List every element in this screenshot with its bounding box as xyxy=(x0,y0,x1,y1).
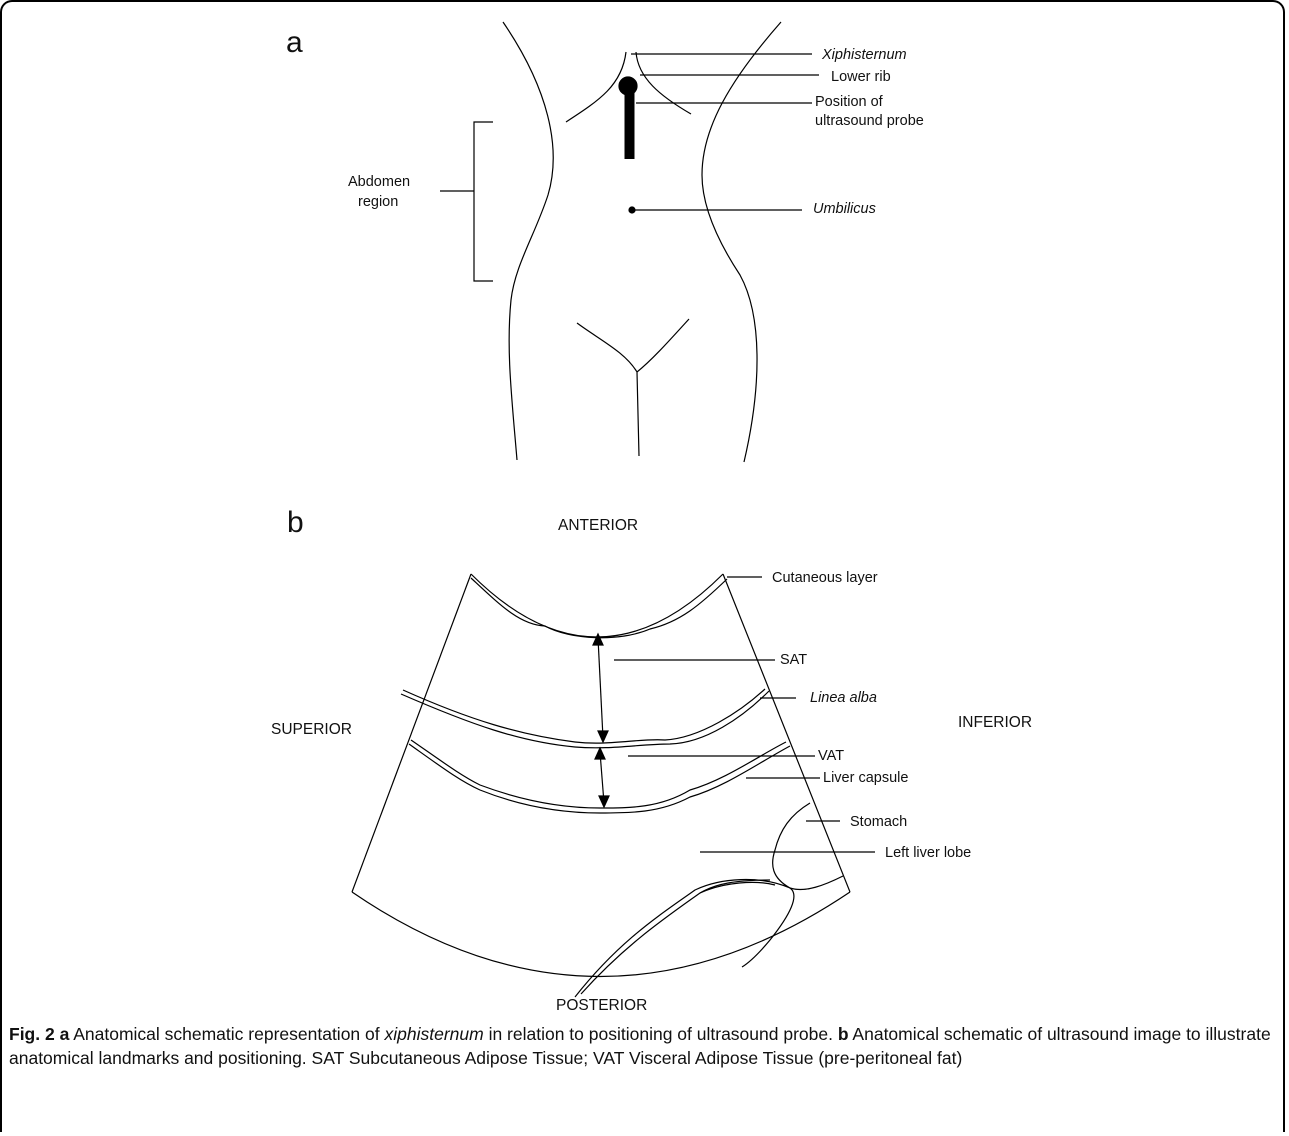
body-outline xyxy=(503,22,781,462)
stomach-outline xyxy=(773,803,843,890)
label-stomach: Stomach xyxy=(850,814,907,830)
body-left-contour xyxy=(503,22,553,460)
cutaneous-layer xyxy=(471,574,727,638)
direction-anterior: ANTERIOR xyxy=(558,517,638,534)
sector-bottom-arc xyxy=(352,892,850,977)
direction-posterior: POSTERIOR xyxy=(556,997,647,1014)
caption-text-a-italic: xiphisternum xyxy=(384,1024,483,1044)
label-probe-line1: Position of xyxy=(815,94,884,110)
figure-caption: Fig. 2 a Anatomical schematic representa… xyxy=(9,1022,1279,1070)
label-abdomen-line2: region xyxy=(358,194,398,210)
figure-diagram: a Xiphisternum Lower rib Position of ult… xyxy=(0,0,1289,1020)
label-probe-line2: ultrasound probe xyxy=(815,113,924,129)
caption-fig-number: Fig. 2 xyxy=(9,1024,55,1044)
caption-panel-b-letter: b xyxy=(838,1024,849,1044)
label-abdomen-line1: Abdomen xyxy=(348,174,410,190)
panel-a-letter: a xyxy=(286,26,303,59)
caption-text-a1: Anatomical schematic representation of xyxy=(69,1024,384,1044)
groin-lines xyxy=(577,319,689,456)
label-cutaneous-layer: Cutaneous layer xyxy=(772,570,878,586)
direction-superior: SUPERIOR xyxy=(271,721,352,738)
label-left-liver-lobe: Left liver lobe xyxy=(885,845,971,861)
direction-inferior: INFERIOR xyxy=(958,714,1032,731)
label-liver-capsule: Liver capsule xyxy=(823,770,908,786)
label-umbilicus: Umbilicus xyxy=(813,201,876,217)
abdomen-bracket xyxy=(440,122,493,281)
panel-b-leaders xyxy=(614,577,875,852)
label-sat: SAT xyxy=(780,652,807,668)
panel-a-leaders xyxy=(631,54,819,210)
sat-arrow xyxy=(593,634,608,742)
label-xiphisternum: Xiphisternum xyxy=(821,47,907,63)
ultrasound-probe xyxy=(619,77,637,159)
caption-text-a2: in relation to positioning of ultrasound… xyxy=(484,1024,838,1044)
label-lower-rib: Lower rib xyxy=(831,69,891,85)
body-right-contour xyxy=(702,22,781,462)
label-vat: VAT xyxy=(818,748,844,764)
linea-alba-layer xyxy=(401,689,769,748)
ultrasound-sector xyxy=(352,574,850,977)
label-linea-alba: Linea alba xyxy=(810,690,877,706)
deep-structure-outline xyxy=(575,880,794,997)
panel-b-letter: b xyxy=(287,506,304,539)
caption-panel-a-letter: a xyxy=(60,1024,70,1044)
vat-arrow xyxy=(595,748,609,807)
